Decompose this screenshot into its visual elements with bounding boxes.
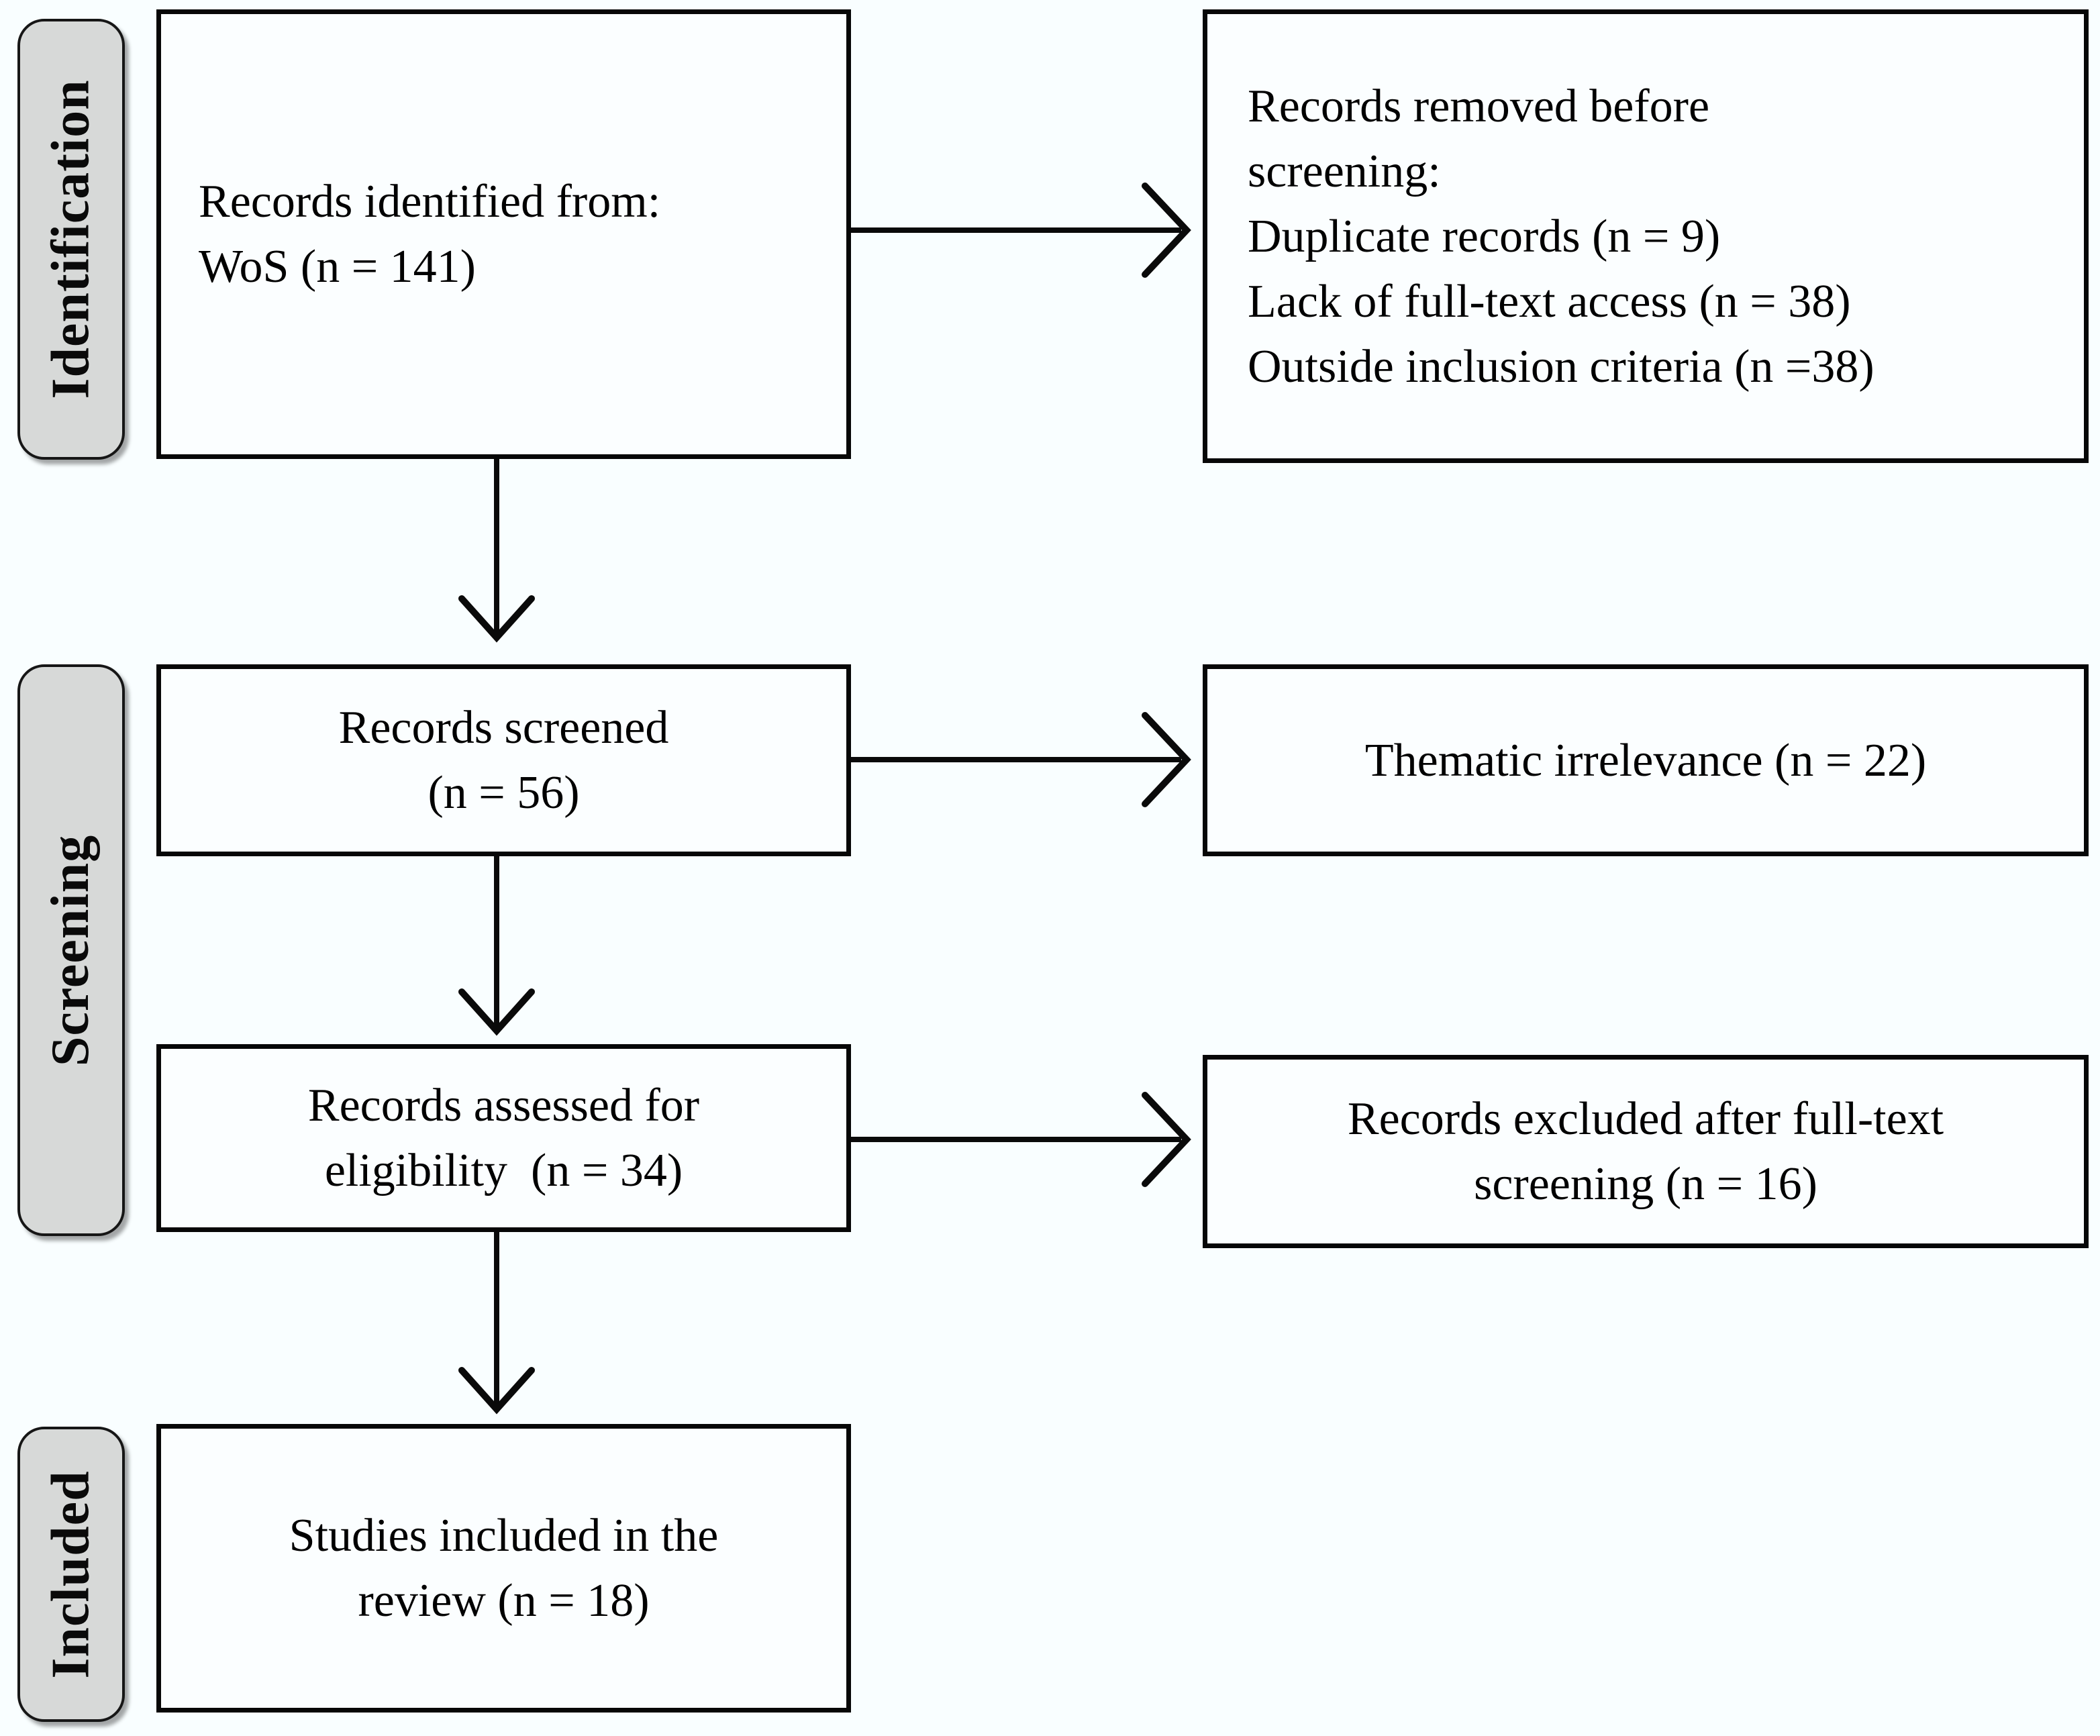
box-studies-included: Studies included in the review (n = 18) (156, 1424, 851, 1713)
stage-label-identification: Identification (17, 19, 125, 460)
box-text-line: WoS (n = 141) (199, 241, 476, 293)
box-text-line: Records assessed for (307, 1080, 700, 1131)
arrow-identified-to-removed (851, 183, 1191, 278)
box-text-line: Duplicate records (n = 9) (1248, 210, 1721, 262)
box-text-line: (n = 56) (428, 767, 580, 819)
box-text-line: Outside inclusion criteria (n =38) (1248, 340, 1874, 393)
box-text-line: eligibility (n = 34) (324, 1145, 683, 1196)
stage-label-included: Included (17, 1427, 125, 1722)
arrow-screened-to-thematic (851, 712, 1191, 807)
box-records-excluded: Records excluded after full-text screeni… (1203, 1055, 2089, 1248)
stage-label-screening-text: Screening (41, 834, 101, 1066)
box-text-line: Records excluded after full-text (1347, 1093, 1944, 1145)
box-records-assessed: Records assessed for eligibility (n = 34… (156, 1044, 851, 1232)
box-records-screened: Records screened (n = 56) (156, 664, 851, 856)
box-records-removed: Records removed before screening: Duplic… (1203, 9, 2089, 463)
box-thematic-irrelevance: Thematic irrelevance (n = 22) (1203, 664, 2089, 856)
arrow-assessed-to-excluded (851, 1092, 1191, 1187)
box-text-line: Thematic irrelevance (n = 22) (1364, 734, 1927, 786)
box-records-identified: Records identified from: WoS (n = 141) (156, 9, 851, 459)
box-text-line: Studies included in the (289, 1510, 719, 1562)
stage-label-identification-text: Identification (41, 79, 101, 399)
box-text-line: Records identified from: (199, 176, 661, 227)
arrow-assessed-to-included (458, 1232, 535, 1415)
box-text-line: screening: (1248, 145, 1441, 197)
stage-label-screening: Screening (17, 664, 125, 1236)
arrow-screened-to-assessed (458, 856, 535, 1036)
arrow-identified-to-screened (458, 459, 535, 643)
stage-label-included-text: Included (41, 1470, 101, 1679)
box-text-line: Records screened (338, 702, 669, 754)
box-text-line: Records removed before (1248, 80, 1710, 132)
box-text-line: screening (n = 16) (1474, 1158, 1817, 1210)
box-text-line: review (n = 18) (358, 1575, 650, 1627)
box-text-line: Lack of full-text access (n = 38) (1248, 275, 1851, 327)
